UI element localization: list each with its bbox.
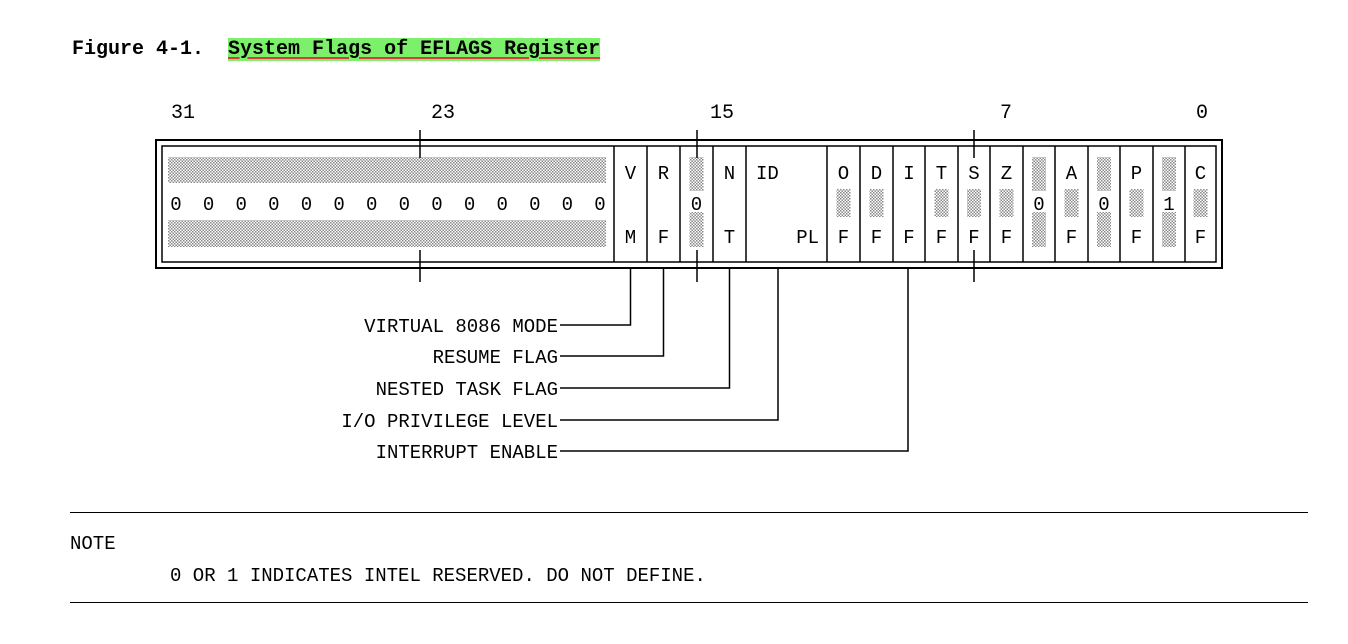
field-shade <box>836 189 851 217</box>
field-label-bottom: F <box>1131 227 1142 249</box>
field-label-bottom: F <box>658 227 669 249</box>
field-reserved-value: 1 <box>1163 194 1174 216</box>
field-label-bottom: M <box>625 227 636 249</box>
reserved-bit-value: 0 <box>203 194 214 216</box>
callout-leader <box>560 268 909 452</box>
callout-leader <box>560 268 632 326</box>
bit-number-7: 7 <box>1000 102 1012 125</box>
field-label-bottom: F <box>903 227 914 249</box>
figure-title-text: System Flags of EFLAGS Register <box>228 38 601 61</box>
field-shade <box>1129 189 1144 217</box>
figure-title: Figure 4-1. System Flags of EFLAGS Regis… <box>72 38 601 61</box>
bit-number-31: 31 <box>171 102 195 125</box>
field-label-bottom: F <box>871 227 882 249</box>
note-text: 0 OR 1 INDICATES INTEL RESERVED. DO NOT … <box>170 565 706 587</box>
reserved-bit-value: 0 <box>268 194 279 216</box>
field-label-top: A <box>1066 163 1078 185</box>
note-label: NOTE <box>70 533 116 555</box>
reserved-bit-value: 0 <box>399 194 410 216</box>
register-inner-border <box>161 145 1217 263</box>
reserved-shade-bottom <box>168 220 606 247</box>
reserved-bit-value: 0 <box>562 194 573 216</box>
field-label-pl: PL <box>796 227 819 249</box>
field-shade <box>689 212 704 247</box>
field-shade <box>1097 157 1111 191</box>
field-reserved-value: 0 <box>1098 194 1109 216</box>
field-shade <box>1162 157 1176 191</box>
callout-label: NESTED TASK FLAG <box>376 379 558 401</box>
callout-leader <box>560 268 779 421</box>
field-label-bottom: T <box>724 227 735 249</box>
callout-label: INTERRUPT ENABLE <box>376 442 558 464</box>
field-shade <box>967 189 981 217</box>
field-label-bottom: F <box>936 227 947 249</box>
note-top-rule <box>70 512 1308 513</box>
field-label-top: R <box>658 163 669 185</box>
reserved-bit-value: 0 <box>170 194 181 216</box>
field-shade <box>1193 189 1208 217</box>
field-shade <box>689 157 704 191</box>
field-shade <box>934 189 949 217</box>
callout-label: VIRTUAL 8086 MODE <box>364 316 558 338</box>
reserved-bit-value: 0 <box>431 194 442 216</box>
reserved-bit-value: 0 <box>366 194 377 216</box>
bit-number-23: 23 <box>431 102 455 125</box>
reserved-bit-value: 0 <box>301 194 312 216</box>
reserved-bit-value: 0 <box>529 194 540 216</box>
field-reserved-value: 0 <box>1033 194 1044 216</box>
field-shade <box>1097 212 1111 247</box>
field-label-bottom: F <box>1066 227 1077 249</box>
reserved-bit-value: 0 <box>464 194 475 216</box>
field-shade <box>1064 189 1079 217</box>
bit-number-15: 15 <box>710 102 734 125</box>
note-bottom-rule <box>70 602 1308 603</box>
field-label-top: N <box>724 163 735 185</box>
callout-leader <box>560 268 665 357</box>
field-shade <box>999 189 1014 217</box>
field-label-top: P <box>1131 163 1142 185</box>
figure-number: Figure 4-1. <box>72 38 205 61</box>
field-label-top: I <box>903 163 914 185</box>
field-label-top: V <box>625 163 637 185</box>
field-shade <box>1032 157 1046 191</box>
reserved-bit-value: 0 <box>333 194 344 216</box>
field-label-top: T <box>936 163 947 185</box>
field-label-top: C <box>1195 163 1206 185</box>
field-label-bottom: F <box>968 227 979 249</box>
callout-leader <box>560 268 731 389</box>
field-shade <box>1032 212 1046 247</box>
field-label-bottom: F <box>838 227 849 249</box>
register-outer-border <box>155 139 1223 269</box>
field-shade <box>869 189 884 217</box>
reserved-bit-value: 0 <box>594 194 605 216</box>
field-shade <box>1162 212 1176 247</box>
field-label-top: Z <box>1001 163 1012 185</box>
reserved-bit-value: 0 <box>496 194 507 216</box>
field-label-id: ID <box>756 163 779 185</box>
callout-label: RESUME FLAG <box>433 347 558 369</box>
field-label-top: S <box>968 163 979 185</box>
bit-number-0: 0 <box>1196 102 1208 125</box>
field-label-bottom: F <box>1001 227 1012 249</box>
field-label-top: O <box>838 163 849 185</box>
field-reserved-value: 0 <box>691 194 702 216</box>
field-label-top: D <box>871 163 882 185</box>
reserved-bit-value: 0 <box>236 194 247 216</box>
field-label-bottom: F <box>1195 227 1206 249</box>
callout-label: I/O PRIVILEGE LEVEL <box>341 411 558 433</box>
reserved-shade-top <box>168 157 606 183</box>
